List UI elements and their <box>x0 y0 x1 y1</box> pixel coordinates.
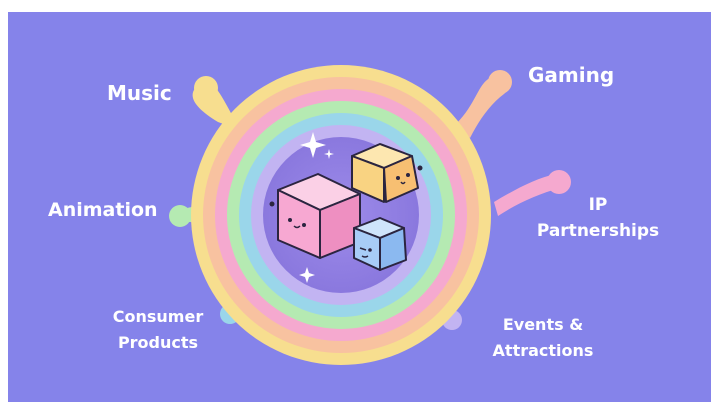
tendril-music-drop <box>194 76 218 100</box>
rainbow-ring-illustration <box>169 65 571 365</box>
sparkle-icon <box>324 149 334 159</box>
tendril-ip <box>494 174 560 216</box>
label-gaming: Gaming <box>528 63 615 87</box>
tendril-ip-drop <box>547 170 571 194</box>
tendril-animation-drop <box>169 205 191 227</box>
sparkle-icon <box>300 132 326 158</box>
label-music: Music <box>107 81 172 105</box>
label-events-line2: Attractions <box>492 341 594 360</box>
sparkles <box>299 132 334 283</box>
label-consumer-line2: Products <box>117 333 199 352</box>
pink-cube <box>269 173 361 259</box>
tendril-gaming-drop <box>488 70 512 94</box>
yellow-cube <box>351 143 423 203</box>
label-consumer-products: Consumer Products <box>98 304 218 356</box>
illustration-canvas: Music Gaming Animation IP Partnerships C… <box>8 12 711 402</box>
label-ip-line2: Partnerships <box>536 221 660 241</box>
label-animation: Animation <box>48 199 158 221</box>
label-consumer-line1: Consumer <box>112 307 204 326</box>
label-events-attractions: Events & Attractions <box>483 312 603 364</box>
blue-cube <box>353 217 407 271</box>
sparkle-icon <box>299 267 315 283</box>
label-ip-line1: IP <box>588 195 608 215</box>
label-events-line1: Events & <box>502 315 584 334</box>
label-ip-partnerships: IP Partnerships <box>528 192 668 244</box>
